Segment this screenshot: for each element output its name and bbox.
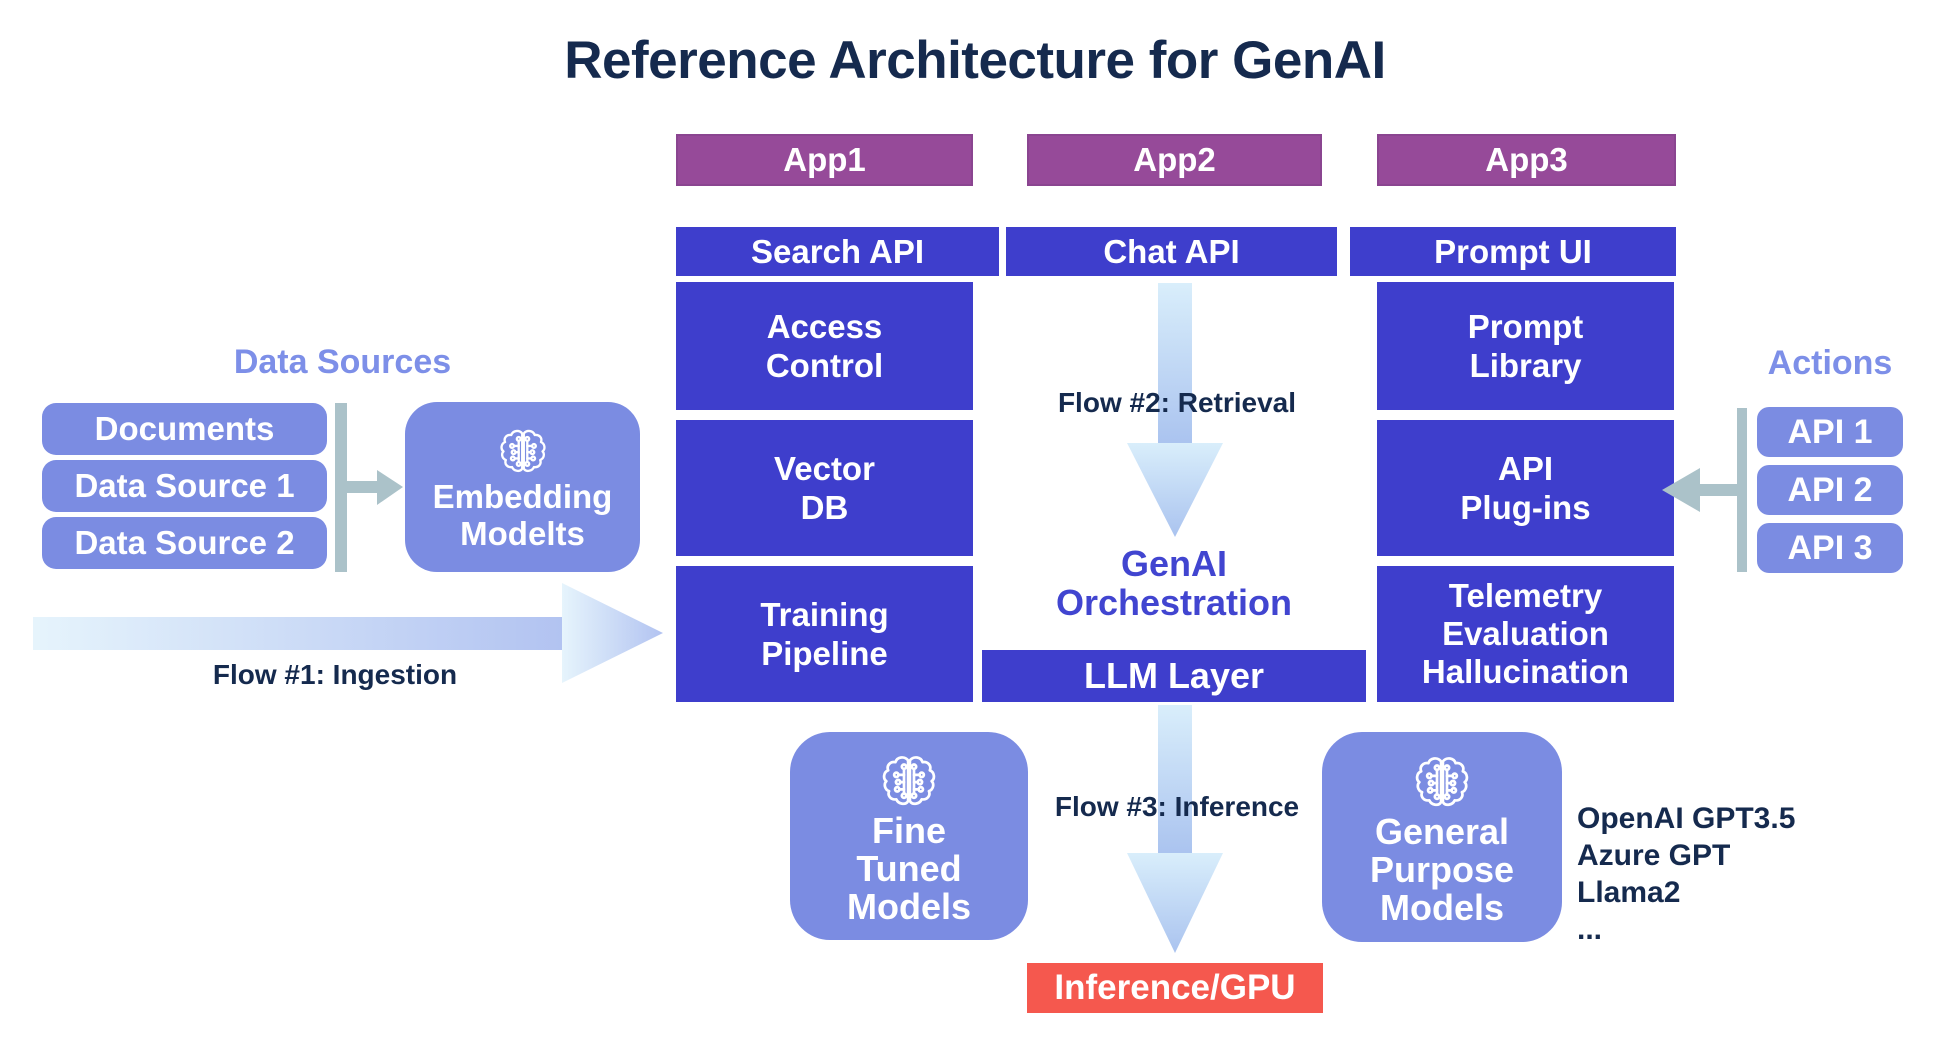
vector-db-box: Vector DB xyxy=(676,420,973,556)
app2-header: App2 xyxy=(1027,134,1322,186)
data-sources-arrow xyxy=(347,470,403,505)
embedding-models-box: Embedding Modelts xyxy=(405,402,640,572)
data-sources-heading: Data Sources xyxy=(233,342,452,381)
general-purpose-models-label: General Purpose Models xyxy=(1369,811,1515,928)
fine-tuned-models-box: Fine Tuned Models xyxy=(790,732,1028,940)
documents-box: Documents xyxy=(42,403,327,455)
brain-circuit-icon xyxy=(882,756,936,806)
access-control-box: Access Control xyxy=(676,282,973,410)
api-3-box: API 3 xyxy=(1757,523,1903,573)
flow3-label: Flow #3: Inference xyxy=(1054,791,1300,822)
actions-arrow xyxy=(1662,468,1737,512)
fine-tuned-models-label: Fine Tuned Models xyxy=(846,810,971,927)
data-source-1-box: Data Source 1 xyxy=(42,460,327,512)
app3-header: App3 xyxy=(1377,134,1676,186)
inference-gpu-box: Inference/GPU xyxy=(1027,963,1323,1013)
api-plugins-box: API Plug-ins xyxy=(1377,420,1674,556)
api-1-box: API 1 xyxy=(1757,407,1903,457)
data-sources-connector-bar xyxy=(335,403,347,572)
general-purpose-models-box: General Purpose Models xyxy=(1322,732,1562,942)
api-2-box: API 2 xyxy=(1757,465,1903,515)
data-source-2-box: Data Source 2 xyxy=(42,517,327,569)
brain-circuit-icon xyxy=(1415,757,1469,807)
flow1-arrow xyxy=(33,583,663,683)
prompt-library-box: Prompt Library xyxy=(1377,282,1674,410)
chat-api-bar: Chat API xyxy=(1006,227,1337,276)
flow1-label: Flow #1: Ingestion xyxy=(212,659,458,690)
prompt-ui-bar: Prompt UI xyxy=(1350,227,1676,276)
model-examples-list: OpenAI GPT3.5 Azure GPT Llama2 ... xyxy=(1577,802,1796,946)
llm-layer-bar: LLM Layer xyxy=(982,650,1366,702)
actions-connector-bar xyxy=(1737,408,1747,572)
genai-orchestration-label: GenAI Orchestration xyxy=(1055,543,1293,623)
telemetry-box: Telemetry Evaluation Hallucination xyxy=(1377,566,1674,702)
brain-circuit-icon xyxy=(499,429,546,473)
app1-header: App1 xyxy=(676,134,973,186)
flow2-label: Flow #2: Retrieval xyxy=(1057,387,1297,418)
flow3-arrow xyxy=(1127,705,1223,953)
page-title: Reference Architecture for GenAI xyxy=(564,31,1386,90)
actions-heading: Actions xyxy=(1767,343,1893,382)
training-pipeline-box: Training Pipeline xyxy=(676,566,973,702)
flow2-arrow xyxy=(1127,283,1223,537)
search-api-bar: Search API xyxy=(676,227,999,276)
